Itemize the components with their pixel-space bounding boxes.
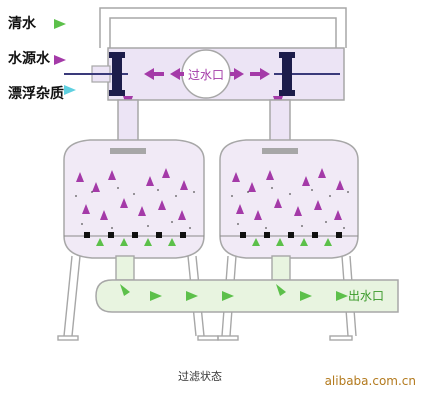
tank-left	[63, 139, 205, 259]
legend-label-clean-water: 清水	[8, 15, 37, 32]
outlet-label: 出水口	[348, 289, 384, 303]
tank-right	[219, 139, 359, 259]
outlet-pipe: 出水口	[95, 255, 399, 313]
tank-nozzles	[84, 232, 342, 238]
valve-left-icon	[109, 52, 125, 96]
legend: 清水 水源水 漂浮杂质	[8, 15, 76, 102]
valve-right-icon	[279, 52, 295, 96]
legend-arrow-cyan-icon	[64, 85, 76, 95]
diagram-caption: 过滤状态	[178, 369, 222, 383]
legend-arrow-green-icon	[54, 19, 66, 29]
tank-source-water-arrows	[76, 168, 344, 220]
legend-arrow-purple-icon	[54, 55, 66, 65]
legend-label-source-water: 水源水	[8, 50, 51, 67]
outlet-flow-arrows	[120, 284, 348, 301]
filter-media-dots	[75, 187, 349, 229]
top-return-pipe	[99, 7, 347, 48]
legend-label-floating-impurities: 漂浮杂质	[8, 85, 64, 102]
watermark: alibaba.com.cn	[325, 374, 416, 388]
tank-clean-water-arrows	[96, 238, 332, 246]
inlet-label: 过水口	[188, 68, 224, 82]
inlet-port: 过水口	[181, 49, 231, 99]
